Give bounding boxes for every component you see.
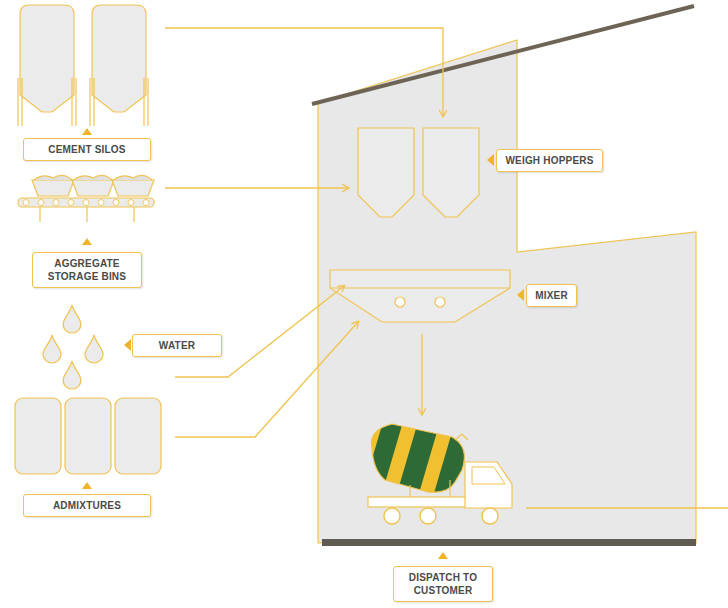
pointer — [82, 128, 92, 135]
label-text: AGGREGATE STORAGE BINS — [41, 257, 133, 283]
label-text: ADMIXTURES — [32, 499, 142, 512]
plant-building — [318, 40, 696, 543]
mixer-truck — [360, 415, 512, 524]
roller — [23, 200, 29, 206]
label-box: WATER — [132, 334, 222, 357]
label-box: MIXER — [526, 284, 577, 307]
label-text: MIXER — [535, 289, 568, 302]
label-box: DISPATCH TO CUSTOMER — [393, 566, 493, 602]
roller — [113, 200, 119, 206]
flow-arrows — [165, 28, 728, 508]
roller — [53, 200, 59, 206]
pointer — [124, 339, 131, 351]
pointer — [82, 482, 92, 489]
water-drop — [85, 335, 103, 363]
label-box: WEIGH HOPPERS — [496, 149, 603, 172]
roof-line — [312, 6, 694, 104]
label-text: WEIGH HOPPERS — [505, 154, 594, 167]
admixture-drums — [15, 398, 161, 474]
weigh-hoppers — [358, 128, 479, 217]
label-box: CEMENT SILOS — [23, 138, 151, 161]
label-box: AGGREGATE STORAGE BINS — [32, 252, 142, 288]
pointer — [517, 289, 524, 301]
cement-silos — [18, 5, 148, 126]
water-drop — [63, 305, 81, 333]
water-drop — [43, 335, 61, 363]
label-text: DISPATCH TO CUSTOMER — [402, 571, 484, 597]
roller — [143, 200, 149, 206]
pointer — [438, 552, 448, 559]
roller — [38, 200, 44, 206]
water-drop — [63, 361, 81, 389]
ground-bar — [322, 539, 696, 546]
pointer — [487, 154, 494, 166]
water-drops — [43, 305, 103, 389]
pointer — [82, 238, 92, 245]
roller — [128, 200, 134, 206]
roller — [98, 200, 104, 206]
roller — [83, 200, 89, 206]
label-box: ADMIXTURES — [23, 494, 151, 517]
aggregate-bins — [18, 175, 154, 222]
label-text: CEMENT SILOS — [32, 143, 142, 156]
roller — [68, 200, 74, 206]
mixer-drum — [330, 270, 510, 322]
label-text: WATER — [141, 339, 213, 352]
